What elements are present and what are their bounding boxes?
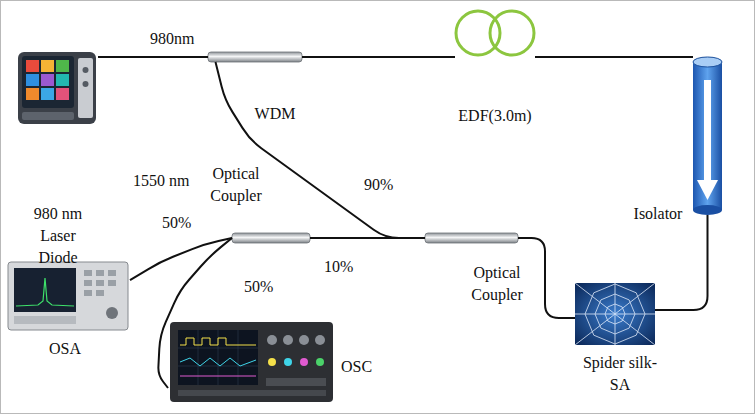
fiber-connector — [302, 56, 455, 58]
fiber-connector — [518, 238, 575, 318]
device-label: Optical Coupler — [203, 163, 269, 207]
fiber-connector — [216, 62, 426, 238]
edge-label: 10% — [322, 256, 355, 278]
spider-web-image — [575, 283, 655, 345]
device-label: Spider silk-SA — [580, 352, 660, 396]
device-label: OSC — [341, 356, 385, 378]
fiber-connector — [655, 215, 708, 310]
device-node: OSC — [168, 320, 335, 405]
fiber-coupler-tubes — [208, 52, 518, 243]
device-node: Optical Coupler — [232, 233, 310, 243]
fiber-connector — [98, 56, 208, 58]
device-node: WDM — [208, 52, 302, 62]
device-node: Spider silk-SA — [575, 283, 655, 345]
isolator-cylinder — [693, 57, 722, 215]
device-node: Isolator — [693, 57, 722, 215]
device-label: 980 nm Laser Diode — [23, 203, 93, 269]
port-label: 1550 nm — [133, 170, 189, 192]
device-label: Optical Coupler — [464, 262, 530, 306]
edge-label: 90% — [362, 174, 395, 196]
device-node: Optical Coupler — [425, 233, 518, 243]
device-label: EDF(3.0m) — [445, 105, 545, 127]
device-node: EDF(3.0m) — [455, 10, 535, 57]
edge-label: 50% — [160, 212, 193, 234]
laser-diode-icon — [18, 52, 96, 124]
fiber-connector — [130, 238, 232, 280]
fiber-connector — [158, 238, 232, 388]
spectrum-analyzer-icon — [8, 262, 128, 330]
oscilloscope-icon — [170, 322, 333, 402]
fiber-connector — [310, 237, 425, 239]
device-label: WDM — [245, 103, 305, 125]
edge-label: 980nm — [148, 28, 196, 50]
fiber-connector — [535, 56, 693, 58]
device-node: OSA — [5, 258, 130, 332]
edge-label: 50% — [242, 276, 275, 298]
device-node: 980 nm Laser Diode — [15, 45, 98, 128]
edf-coils — [456, 11, 534, 55]
device-label: Isolator — [626, 203, 690, 225]
device-label: OSA — [30, 338, 100, 360]
